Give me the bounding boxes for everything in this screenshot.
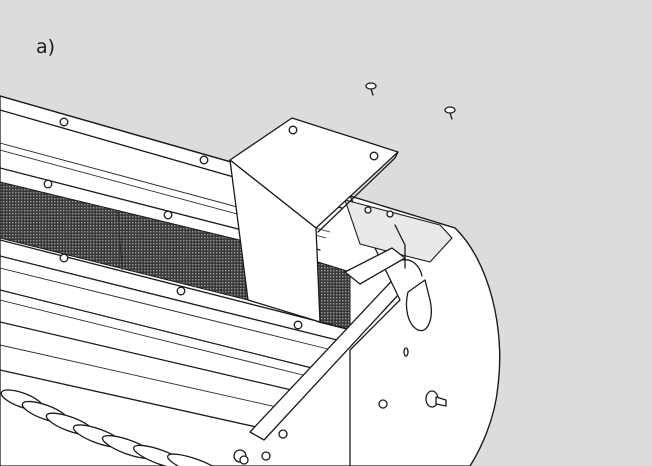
cover-panel-front bbox=[229, 159, 321, 323]
bolt-icon bbox=[233, 390, 447, 465]
guide-block bbox=[344, 247, 406, 285]
screw-icon bbox=[43, 117, 409, 461]
roller-icon bbox=[0, 389, 224, 466]
figure-caption: a) bbox=[36, 36, 56, 58]
clamp-lever bbox=[405, 279, 432, 332]
screw-icon bbox=[365, 82, 456, 120]
